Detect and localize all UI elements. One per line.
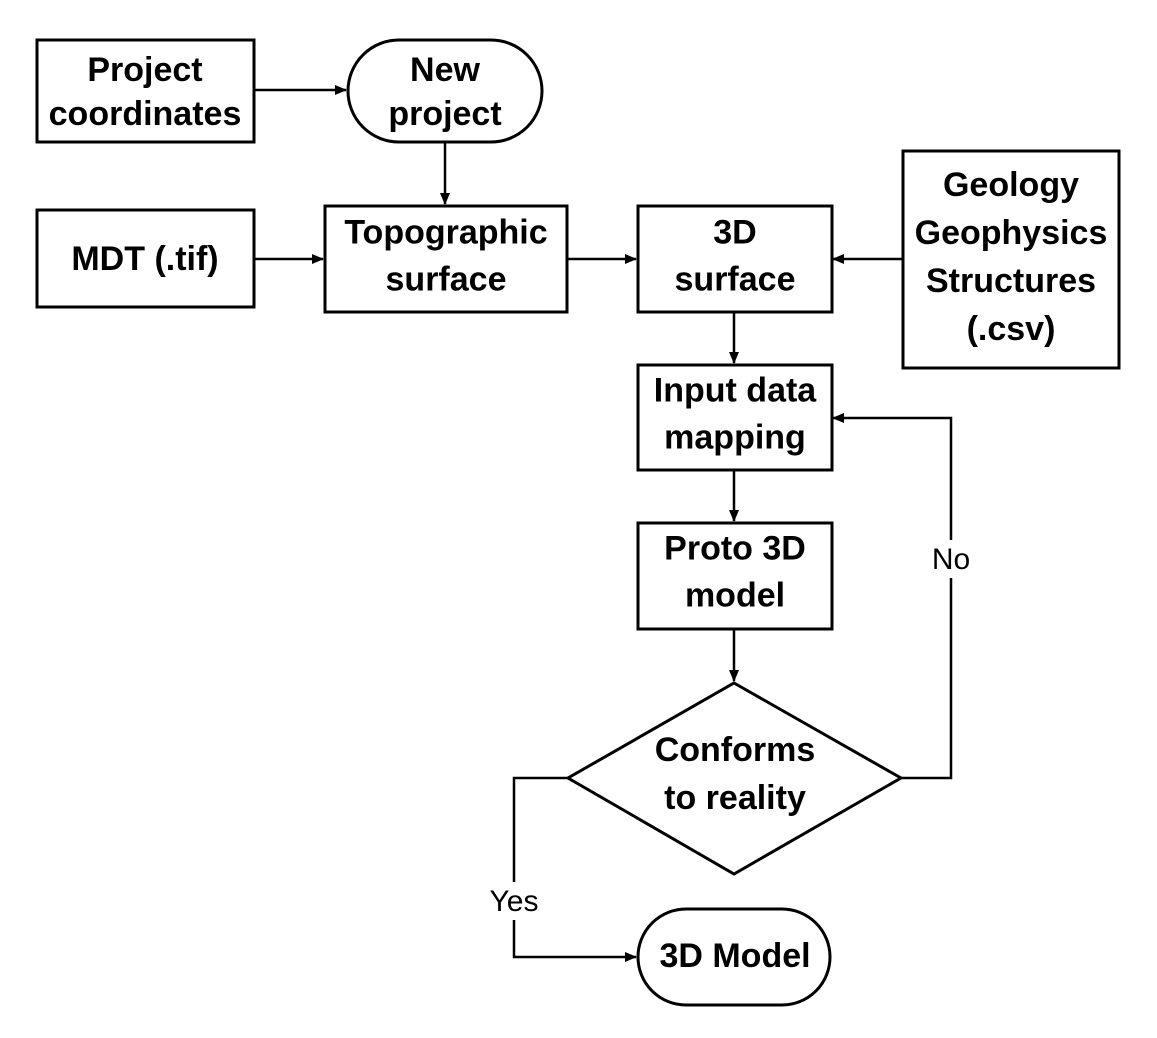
geology-inputs-line-1: Geology (943, 166, 1079, 204)
geology-inputs-line-4: (.csv) (967, 310, 1056, 348)
edge-labels: No Yes (484, 540, 974, 920)
edges (254, 85, 953, 962)
yes-label-bg (484, 882, 544, 920)
input-data-mapping-line-2: mapping (664, 419, 806, 457)
new-project-label: New project (388, 51, 501, 133)
node-new-project: New project (346, 38, 544, 144)
project-coordinates-line-2: coordinates (49, 95, 242, 133)
surface-3d-line-1: 3D (713, 214, 756, 252)
input-data-mapping-label: Input data mapping (654, 372, 818, 457)
geology-inputs-line-3: Structures (926, 262, 1096, 300)
edge-decision-yes-to-3d-model (512, 776, 637, 962)
model-3d-line-1: 3D Model (659, 937, 810, 975)
geology-inputs-line-2: Geophysics (915, 214, 1108, 252)
topographic-surface-line-1: Topographic (344, 214, 547, 252)
surface-3d-line-2: surface (675, 261, 796, 299)
no-label-bg (928, 540, 974, 578)
edge-decision-no-loop (832, 413, 953, 780)
node-topographic-surface: Topographic surface (323, 204, 569, 314)
conforms-to-reality-label: Conforms to reality (655, 731, 816, 817)
node-proto-3d-model: Proto 3D model (636, 521, 834, 631)
mdt-tif-line-1: MDT (.tif) (71, 240, 218, 278)
project-coordinates-line-1: Project (87, 51, 202, 89)
node-3d-surface: 3D surface (636, 204, 834, 314)
3d-surface-label: 3D surface (675, 214, 796, 299)
conforms-to-reality-line-1: Conforms (655, 731, 816, 769)
node-mdt-tif: MDT (.tif) (35, 208, 256, 309)
yes-label: Yes (490, 885, 539, 918)
3d-model-label: 3D Model (659, 937, 810, 975)
node-conforms-to-reality: Conforms to reality (564, 681, 905, 876)
proto-3d-model-line-2: model (685, 577, 785, 615)
topographic-surface-line-2: surface (386, 261, 507, 299)
no-label: No (932, 543, 970, 576)
topographic-surface-label: Topographic surface (344, 214, 547, 299)
project-coordinates-label: Project coordinates (49, 51, 242, 133)
node-3d-model: 3D Model (636, 907, 832, 1007)
node-input-data-mapping: Input data mapping (636, 363, 834, 472)
conforms-to-reality-line-2: to reality (664, 779, 806, 817)
input-data-mapping-line-1: Input data (654, 372, 818, 410)
mdt-tif-label: MDT (.tif) (71, 240, 218, 278)
new-project-line-2: project (388, 95, 501, 133)
proto-3d-model-line-1: Proto 3D (664, 530, 806, 568)
new-project-line-1: New (410, 51, 480, 89)
proto-3d-model-label: Proto 3D model (664, 530, 806, 615)
node-project-coordinates: Project coordinates (35, 38, 256, 144)
